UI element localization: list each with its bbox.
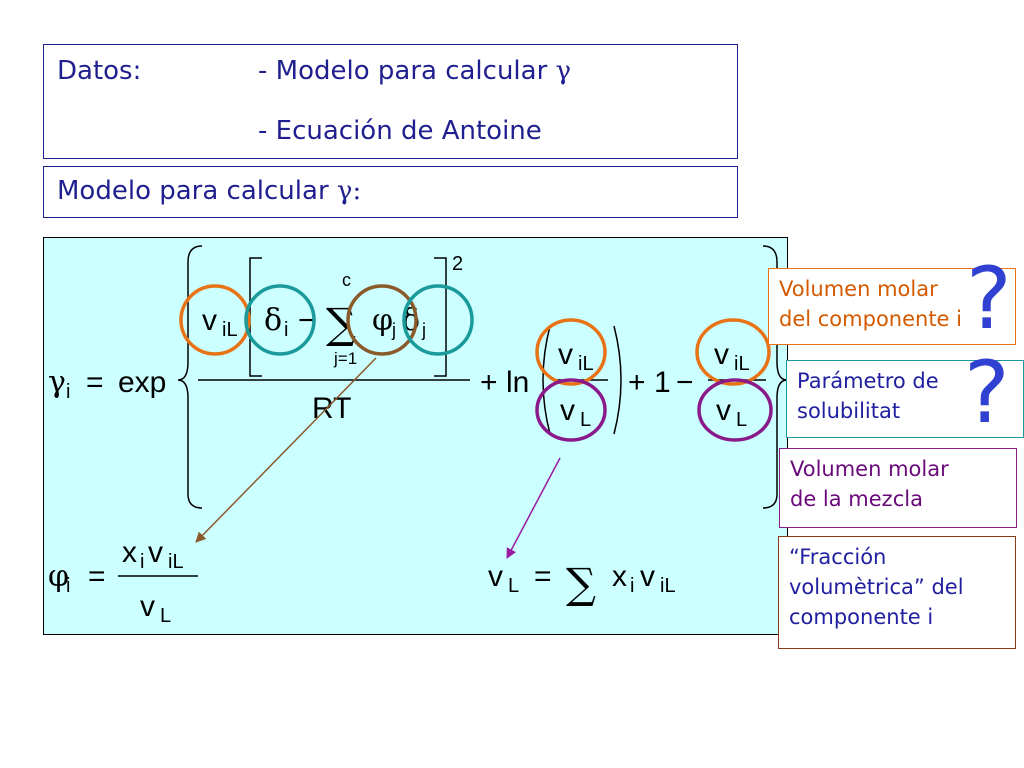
subscript-j: j (391, 320, 396, 340)
rt-denominator: RT (312, 392, 351, 425)
left-brace (177, 245, 203, 509)
modelo-heading-text: Modelo para calcular (57, 176, 337, 206)
annotation-line: de la mezcla (790, 487, 923, 511)
datos-box (43, 44, 738, 159)
subscript-iL: iL (734, 353, 750, 375)
purple-highlight-circle (535, 378, 607, 442)
v-symbol: v (560, 394, 575, 427)
ln-text: ln (506, 366, 529, 399)
annotation-line: Parámetro de (797, 369, 939, 393)
v-symbol: v (148, 536, 163, 569)
teal-highlight-circle (402, 284, 474, 356)
plus-sign: + (480, 366, 498, 399)
left-bracket (249, 257, 262, 377)
teal-highlight-circle (244, 284, 316, 356)
orange-highlight-circle (179, 284, 251, 356)
gamma-symbol: γ (336, 176, 353, 206)
colon: : (352, 176, 362, 206)
plus-sign: + (628, 366, 646, 399)
subscript-iL: iL (660, 575, 676, 597)
v-symbol: v (488, 560, 503, 593)
annotation-volumen-molar-componente: Volumen molar del componente i (768, 268, 1016, 345)
subscript-i: i (140, 551, 144, 573)
subscript-i: i (284, 319, 288, 341)
right-paren (613, 325, 622, 435)
annotation-line: Volumen molar (790, 457, 949, 481)
datos-item-modelo-text: - Modelo para calcular (258, 56, 556, 86)
minus-sign: − (676, 366, 694, 399)
subscript-i: i (66, 575, 70, 597)
datos-item-modelo: - Modelo para calcular γ (258, 56, 571, 86)
exponent-2: 2 (452, 253, 463, 275)
exp-text: exp (118, 366, 166, 399)
x-symbol: x (612, 560, 627, 593)
subscript-j: j (421, 320, 426, 340)
right-bracket (434, 257, 447, 377)
annotation-parametro-solubilitat: Parámetro de solubilitat (786, 360, 1024, 438)
x-symbol: x (122, 536, 137, 569)
v-symbol: v (640, 560, 655, 593)
subscript-L: L (508, 575, 519, 597)
arrow-to-phi-definition (195, 357, 377, 543)
gamma-symbol: γ (48, 365, 66, 400)
v-symbol: v (716, 394, 731, 427)
subscript-L: L (160, 605, 171, 627)
purple-highlight-circle (697, 378, 773, 442)
modelo-box (43, 166, 738, 218)
sum-lower-limit: j=1 (333, 349, 357, 368)
equals-sign: = (86, 366, 104, 399)
formula-box (43, 237, 788, 635)
annotation-line: del componente i (779, 307, 962, 331)
annotation-fraccion-volumetrica: “Fracción volumètrica” del componente i (778, 536, 1016, 649)
annotation-volumen-molar-mezcla: Volumen molar de la mezcla (779, 448, 1017, 528)
phi-symbol: φ (372, 303, 393, 338)
subscript-L: L (736, 409, 747, 431)
subscript-iL: iL (168, 551, 184, 573)
datos-item-antoine: - Ecuación de Antoine (258, 116, 542, 146)
subscript-L: L (580, 409, 591, 431)
modelo-heading: Modelo para calcular γ: (57, 176, 361, 206)
annotation-line: Volumen molar (779, 277, 938, 301)
phi-symbol: φ (48, 559, 69, 594)
arrow-to-vl-definition (506, 457, 561, 559)
v-symbol: v (140, 590, 155, 623)
equals-sign: = (88, 560, 106, 593)
annotation-line: “Fracción (789, 545, 887, 569)
orange-highlight-circle (695, 318, 771, 386)
subscript-i: i (630, 575, 634, 597)
subscript-iL: iL (578, 353, 594, 375)
one-digit: 1 (654, 366, 671, 399)
delta-symbol: δ (264, 303, 282, 338)
sum-upper-limit: c (342, 270, 351, 290)
question-mark: ? (964, 343, 1010, 443)
equals-sign: = (534, 560, 552, 593)
annotation-line: componente i (789, 605, 934, 629)
v-symbol: v (558, 338, 573, 371)
brown-highlight-circle (346, 284, 418, 356)
orange-highlight-circle (535, 318, 607, 386)
subscript-i: i (66, 381, 70, 403)
sum-symbol: ∑ (566, 559, 596, 608)
annotation-line: volumètrica” del (789, 575, 964, 599)
question-mark: ? (966, 249, 1012, 349)
v-symbol: v (714, 338, 729, 371)
v-symbol: v (202, 304, 217, 337)
gamma-symbol: γ (555, 56, 572, 86)
annotation-line: solubilitat (797, 399, 901, 423)
left-paren (542, 325, 551, 435)
subscript-iL: iL (222, 319, 238, 341)
datos-label: Datos: (57, 56, 142, 86)
